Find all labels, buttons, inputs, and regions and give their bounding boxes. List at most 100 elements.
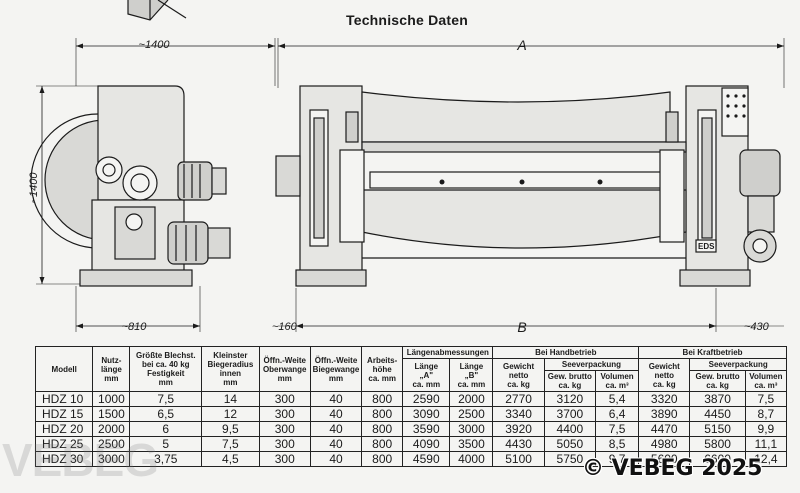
header-kraftbetrieb: Bei Kraftbetrieb: [638, 346, 787, 359]
table-cell: 3920: [492, 421, 545, 437]
side-view: [30, 38, 276, 332]
page-title: Technische Daten: [346, 12, 468, 28]
table-cell: 7,5: [129, 391, 203, 407]
table-cell: 12: [201, 406, 260, 422]
table-cell: 3500: [449, 436, 494, 452]
dimension-overall-b: B: [517, 319, 526, 335]
header-seeverpackung: Seeverpackung: [543, 358, 640, 371]
table-cell: 3890: [638, 406, 691, 422]
machine-plate-label: EDS: [698, 242, 715, 251]
table-cell: 2000: [449, 391, 494, 407]
table-cell: 800: [361, 406, 404, 422]
table-cell: 4450: [689, 406, 746, 422]
table-cell: 300: [258, 451, 311, 467]
table-cell: 7,5: [744, 391, 788, 407]
table-cell: 4000: [449, 451, 494, 467]
table-cell: 800: [361, 391, 404, 407]
detail-fragment: [127, 0, 187, 21]
header-laenge-a: Länge„A"ca. mm: [402, 358, 451, 392]
table-cell: 3870: [689, 391, 746, 407]
table-cell: 300: [258, 421, 311, 437]
dimension-right-offset: ~430: [744, 321, 770, 333]
table-cell: 40: [309, 391, 363, 407]
table-cell: 40: [309, 421, 363, 437]
table-cell: 3,75: [129, 451, 203, 467]
dimension-left-width: ~1400: [139, 39, 171, 51]
table-cell: 1000: [92, 391, 131, 407]
table-cell: 9,7: [595, 451, 640, 467]
table-cell: 2500: [92, 436, 131, 452]
table-cell: 2770: [492, 391, 545, 407]
table-cell: 5,4: [595, 391, 640, 407]
watermark: VEBEG: [2, 434, 159, 486]
table-cell: 40: [309, 436, 363, 452]
table-cell: 14: [201, 391, 260, 407]
table-cell: 4,5: [201, 451, 260, 467]
model-cell: HDZ 15: [34, 406, 94, 422]
table-cell: 6,4: [595, 406, 640, 422]
table-cell: 3700: [543, 406, 597, 422]
dimension-left-offset: ~160: [272, 321, 298, 333]
table-cell: 3000: [92, 451, 131, 467]
table-cell: 6600: [689, 451, 746, 467]
dimension-overall-a: A: [516, 37, 526, 53]
table-cell: 40: [309, 451, 363, 467]
table-cell: 4980: [638, 436, 691, 452]
table-cell: 8,5: [595, 436, 640, 452]
table-cell: 40: [309, 406, 363, 422]
table-cell: 3340: [492, 406, 545, 422]
header-laenge-b: Länge„B"ca. mm: [449, 358, 494, 392]
table-cell: 1500: [92, 406, 131, 422]
table-cell: 9,9: [744, 421, 788, 437]
header-handbetrieb: Bei Handbetrieb: [492, 346, 640, 359]
table-cell: 3000: [449, 421, 494, 437]
table-cell: 4590: [402, 451, 451, 467]
table-cell: 7,5: [595, 421, 640, 437]
table-cell: 12,4: [744, 451, 788, 467]
table-cell: 7,5: [201, 436, 260, 452]
table-cell: 800: [361, 421, 404, 437]
front-view: EDS: [275, 38, 785, 332]
model-cell: HDZ 25: [34, 436, 94, 452]
table-cell: 800: [361, 451, 404, 467]
table-cell: 300: [258, 406, 311, 422]
table-cell: 5050: [543, 436, 597, 452]
model-cell: HDZ 30: [34, 451, 94, 467]
table-cell: 5800: [689, 436, 746, 452]
table-cell: 3590: [402, 421, 451, 437]
table-cell: 4090: [402, 436, 451, 452]
table-cell: 3090: [402, 406, 451, 422]
copyright-notice: © VEBEG 2025: [582, 456, 763, 481]
table-cell: 300: [258, 436, 311, 452]
technical-drawing: EDS ~1400 ~1400 ~810 A B ~160 ~430: [28, 0, 785, 335]
dimension-left-height: ~1400: [28, 172, 40, 204]
table-cell: 8,7: [744, 406, 788, 422]
table-cell: 4470: [638, 421, 691, 437]
header-modell: Modell: [34, 346, 94, 392]
table-cell: 2590: [402, 391, 451, 407]
table-cell: 300: [258, 391, 311, 407]
table-cell: 9,5: [201, 421, 260, 437]
table-cell: 4400: [543, 421, 597, 437]
model-cell: HDZ 10: [34, 391, 94, 407]
dimension-left-base: ~810: [122, 321, 148, 333]
